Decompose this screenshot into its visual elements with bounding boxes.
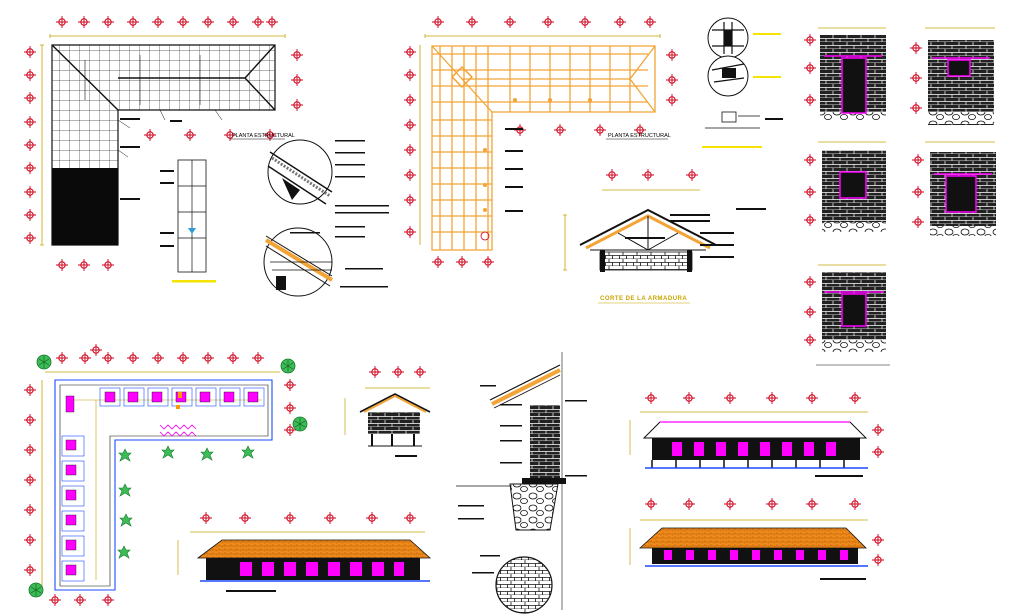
axis-markers-right — [290, 48, 304, 112]
roof-plan-1-title: PLANTA ESTRUCTURAL — [232, 133, 295, 139]
detail-callout-lower — [263, 226, 388, 297]
small-building-section — [344, 365, 431, 457]
masonry-detail-callout — [472, 555, 553, 614]
axis-markers-left — [403, 45, 417, 239]
window-elevation-details — [803, 27, 996, 366]
roof-structural-plan-1: PLANTA ESTRUCTURAL — [23, 15, 304, 272]
wall-detail-1 — [803, 27, 886, 120]
axis-markers-left — [23, 45, 37, 245]
axis-markers-right — [665, 48, 679, 107]
floor-plan — [23, 343, 308, 607]
axis-markers-left — [23, 383, 37, 577]
wall-detail-4 — [911, 141, 996, 236]
wall-detail-2 — [909, 27, 995, 125]
wall-detail-3 — [803, 141, 886, 232]
wall-detail-5 — [803, 264, 890, 366]
elevation-lower-right — [629, 497, 885, 580]
detail-callout-upper — [267, 139, 389, 214]
axis-markers-top — [55, 15, 279, 29]
elevation-upper-right — [629, 391, 885, 477]
roof-section-title: CORTE DE LA ARMADURA — [600, 296, 687, 302]
truss-detail-plan — [160, 159, 216, 283]
axis-markers-top — [55, 351, 265, 365]
front-elevation — [177, 511, 432, 592]
axis-markers-top — [431, 15, 657, 29]
wall-foundation-section — [456, 352, 587, 610]
axis-markers-bottom — [48, 593, 115, 607]
joint-details — [702, 17, 783, 148]
roof-truss-section: CORTE DE LA ARMADURA — [563, 168, 766, 304]
roof-structural-plan-2: PLANTA ESTRUCTURAL — [403, 15, 679, 269]
roof-plan-2-title: PLANTA ESTRUCTURAL — [608, 133, 671, 139]
